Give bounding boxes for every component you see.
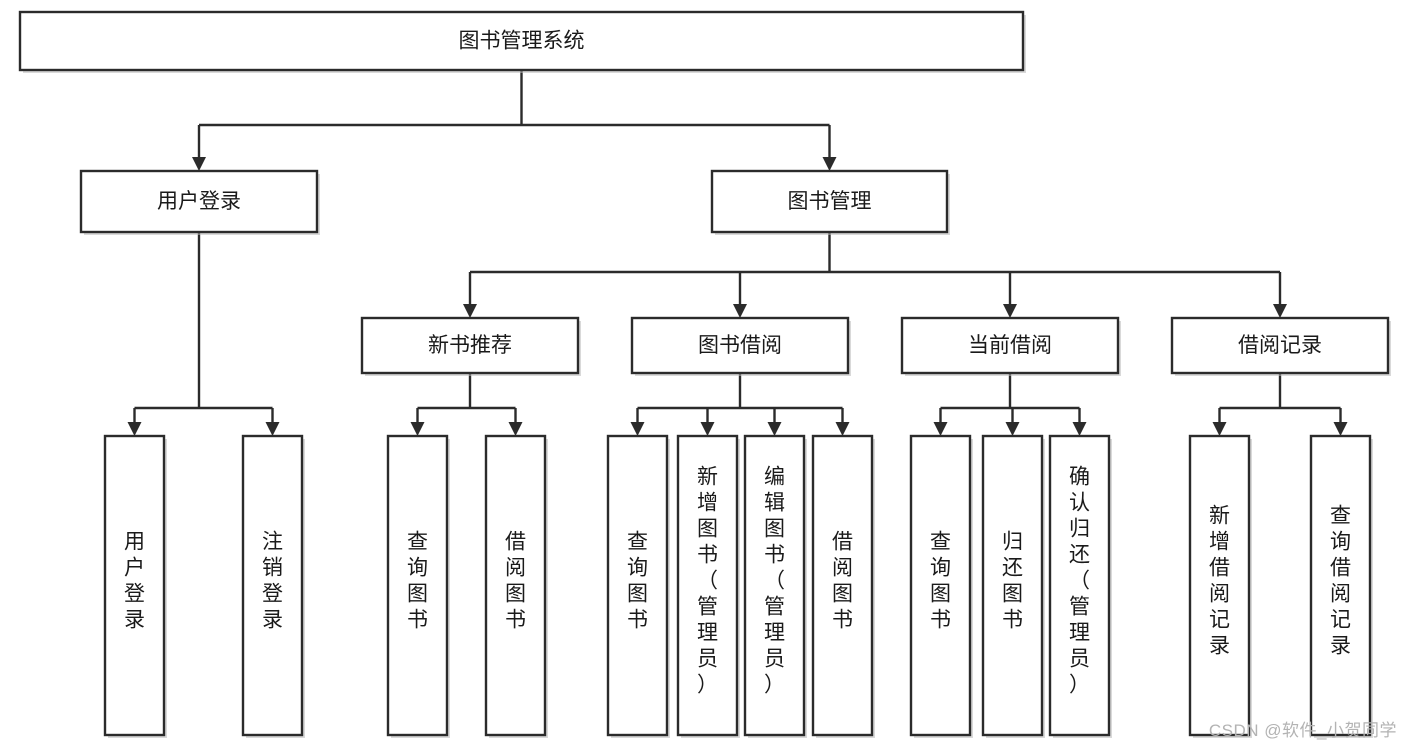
node-leaf-query-book-3[interactable]: 查询图书	[909, 434, 973, 738]
arrow-head-icon	[508, 422, 523, 436]
node-user-login[interactable]: 用户登录	[79, 169, 320, 235]
node-label: 查询图书	[407, 531, 428, 632]
node-label: 新增借阅记录	[1209, 505, 1230, 658]
arrow-head-icon	[700, 422, 715, 436]
node-leaf-add-book[interactable]: 新增图书（管理员）	[676, 434, 740, 738]
arrow-head-icon	[767, 422, 782, 436]
watermark-text: CSDN @软件_小贺同学	[1208, 721, 1397, 740]
node-label: 用户登录	[157, 190, 241, 213]
node-book-borrow[interactable]: 图书借阅	[630, 316, 851, 376]
node-label: 新增图书（管理员）	[697, 466, 718, 697]
node-leaf-borrow-book-2[interactable]: 借阅图书	[811, 434, 875, 738]
arrow-head-icon	[127, 422, 142, 436]
node-label: 图书借阅	[698, 334, 782, 357]
arrow-head-icon	[835, 422, 850, 436]
node-layer: 图书管理系统用户登录图书管理新书推荐图书借阅当前借阅借阅记录用户登录注销登录查询…	[18, 10, 1391, 738]
arrow-head-icon	[630, 422, 645, 436]
node-leaf-query-book-2[interactable]: 查询图书	[606, 434, 670, 738]
node-leaf-return-book[interactable]: 归还图书	[981, 434, 1045, 738]
node-label: 用户登录	[124, 531, 145, 632]
node-label: 注销登录	[262, 531, 283, 632]
node-label: 借阅图书	[505, 531, 526, 632]
node-leaf-edit-book[interactable]: 编辑图书（管理员）	[743, 434, 807, 738]
node-label: 编辑图书（管理员）	[764, 466, 785, 697]
arrow-head-icon	[733, 304, 747, 318]
node-book-manage[interactable]: 图书管理	[710, 169, 950, 235]
node-label: 查询图书	[627, 531, 648, 632]
arrow-head-icon	[265, 422, 280, 436]
arrow-head-icon	[1072, 422, 1087, 436]
node-leaf-user-login[interactable]: 用户登录	[103, 434, 167, 738]
node-label: 图书管理系统	[459, 30, 585, 53]
arrow-head-icon	[192, 157, 206, 171]
connector-layer	[127, 70, 1348, 436]
arrow-head-icon	[1003, 304, 1017, 318]
arrow-head-icon	[1005, 422, 1020, 436]
node-root[interactable]: 图书管理系统	[18, 10, 1026, 73]
node-label: 当前借阅	[968, 334, 1052, 357]
arrow-head-icon	[410, 422, 425, 436]
node-new-book-rec[interactable]: 新书推荐	[360, 316, 581, 376]
arrow-head-icon	[822, 157, 837, 171]
node-label: 查询图书	[930, 531, 951, 632]
node-borrow-record[interactable]: 借阅记录	[1170, 316, 1391, 376]
arrow-head-icon	[1273, 304, 1287, 318]
node-label: 查询借阅记录	[1330, 505, 1351, 658]
node-leaf-logout[interactable]: 注销登录	[241, 434, 305, 738]
node-current-borrow[interactable]: 当前借阅	[900, 316, 1121, 376]
node-label: 确认归还（管理员）	[1069, 466, 1090, 697]
node-label: 新书推荐	[428, 334, 512, 357]
arrow-head-icon	[463, 304, 477, 318]
node-label: 图书管理	[788, 190, 872, 213]
arrow-head-icon	[1212, 422, 1227, 436]
node-leaf-borrow-book-1[interactable]: 借阅图书	[484, 434, 548, 738]
node-leaf-query-book-1[interactable]: 查询图书	[386, 434, 450, 738]
node-leaf-add-record[interactable]: 新增借阅记录	[1188, 434, 1252, 738]
arrow-head-icon	[933, 422, 948, 436]
arrow-head-icon	[1333, 422, 1348, 436]
node-leaf-confirm-return[interactable]: 确认归还（管理员）	[1048, 434, 1112, 738]
node-leaf-query-record[interactable]: 查询借阅记录	[1309, 434, 1373, 738]
node-label: 借阅记录	[1238, 334, 1322, 357]
node-label: 归还图书	[1002, 531, 1023, 632]
node-label: 借阅图书	[832, 531, 853, 632]
